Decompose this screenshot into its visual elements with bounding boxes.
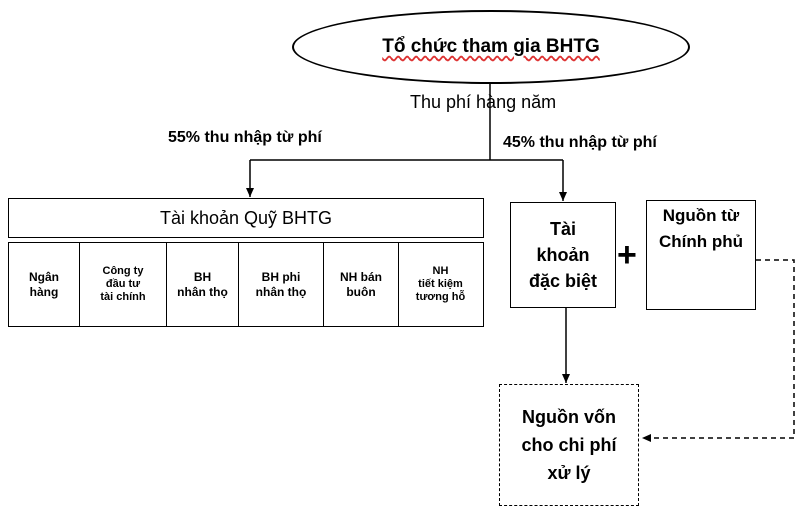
fee-share-special-label: 45% thu nhập từ phí: [503, 134, 657, 151]
deposit-fund-account-label: Tài khoản Quỹ BHTG: [159, 207, 333, 228]
dashed-gov-to-capital: [642, 259, 795, 442]
member-category-mutual-savings-bank: NH tiết kiệm tương hỗ: [415, 265, 466, 303]
processing-capital-node: Nguồn vốn cho chi phí xử lý: [499, 384, 639, 506]
organization-label: Tổ chức tham gia BHTG: [382, 36, 600, 57]
government-source-node: Nguồn từ Chính phủ: [646, 200, 756, 310]
fee-share-fund-label: 55% thu nhập từ phí: [168, 129, 322, 146]
member-category-bank: Ngân hàng: [9, 243, 80, 326]
member-category-investment-company: Công ty đầu tư tài chính: [80, 243, 167, 326]
member-categories-row: Ngân hàng Công ty đầu tư tài chính BH nh…: [8, 242, 484, 327]
member-category-life-insurance: BH nhân thọ: [167, 243, 239, 326]
annual-fee-label: Thu phí hàng năm: [410, 92, 557, 112]
member-category-wholesale-bank: NH bán buôn: [324, 243, 399, 326]
special-account-node: Tài khoản đặc biệt: [510, 202, 616, 308]
plus-icon: +: [617, 236, 637, 274]
organization-node: Tổ chức tham gia BHTG: [292, 10, 690, 84]
deposit-fund-account-node: Tài khoản Quỹ BHTG: [8, 198, 484, 238]
member-category-non-life-insurance: BH phi nhân thọ: [239, 243, 324, 326]
